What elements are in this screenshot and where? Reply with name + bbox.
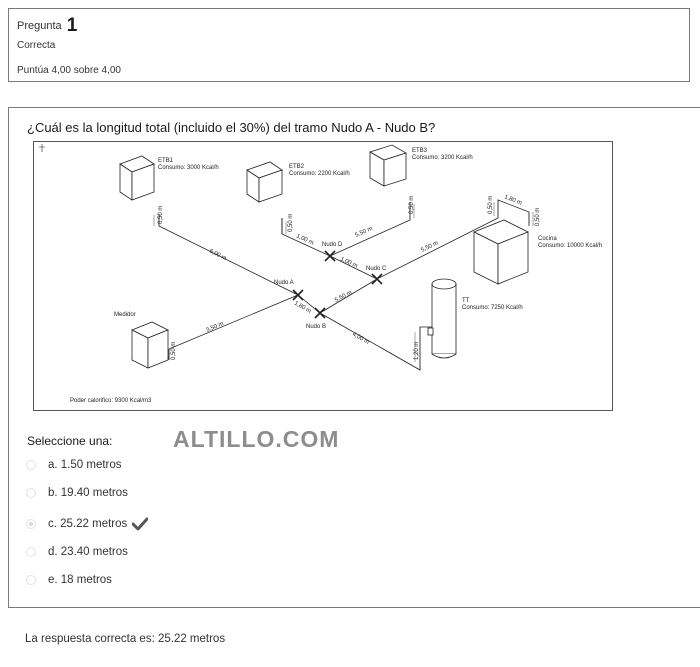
question-text: ¿Cuál es la longitud total (incluido el …	[27, 120, 436, 135]
option-c[interactable]: c. 25.22 metros	[26, 517, 149, 531]
option-d[interactable]: d. 23.40 metros	[26, 546, 128, 558]
option-e[interactable]: e. 18 metros	[26, 574, 112, 586]
etb1-name: ETB1	[158, 158, 174, 164]
question-number-value: 1	[66, 15, 78, 36]
option-e-label: e. 18 metros	[48, 574, 112, 586]
medidor-label: Medidor	[114, 312, 136, 318]
nudo-a-label: Nudo A	[274, 280, 294, 286]
dim-med-vert: 0,50 m	[171, 342, 177, 360]
option-b-label: b. 19.40 metros	[48, 487, 128, 499]
question-number: Pregunta 1	[17, 15, 77, 37]
dim-c-up: 5,50 m	[420, 240, 439, 253]
dim-a-b: 1,80 m	[293, 301, 312, 315]
tt-tank	[427, 278, 457, 359]
option-a[interactable]: a. 1.50 metros	[26, 459, 122, 471]
correct-answer-feedback: La respuesta correcta es: 25.22 metros	[25, 633, 226, 645]
medidor-box	[131, 321, 169, 369]
etb3-name: ETB3	[412, 148, 428, 154]
etb2-name: ETB2	[289, 164, 305, 170]
nudo-d-label: Nudo D	[322, 242, 343, 248]
etb3-box	[369, 144, 407, 187]
dim-d-c: 1,00 m	[339, 256, 358, 269]
question-info-box: Pregunta 1 Correcta Puntúa 4,00 sobre 4,…	[8, 8, 690, 82]
check-icon	[132, 517, 149, 531]
etb1-consumption: Consumo: 3000 Kcal/h	[158, 165, 219, 171]
dim-tt-vert: 1,20 m	[414, 342, 420, 360]
tt-consumption: Consumo: 7250 Kcal/h	[462, 305, 523, 311]
diagram-svg: ETB1 Consumo: 3000 Kcal/h ETB2 Consumo: …	[39, 144, 602, 404]
cocina-consumption: Consumo: 10000 Kcal/h	[538, 243, 602, 249]
tt-name: TT	[462, 298, 470, 304]
etb3-consumption: Consumo: 3200 Kcal/h	[412, 155, 473, 161]
select-prompt: Seleccione una:	[27, 434, 113, 448]
etb1-box	[119, 155, 155, 201]
radio-c[interactable]	[26, 519, 36, 529]
dim-b-c: 5,50 m	[334, 290, 353, 304]
cocina-box	[473, 219, 529, 285]
etb2-box	[246, 161, 283, 203]
radio-b[interactable]	[26, 488, 36, 498]
question-content: ¿Cuál es la longitud total (incluido el …	[8, 107, 700, 608]
dim-etb3-vert: 0,50 m	[409, 196, 415, 214]
radio-d[interactable]	[26, 547, 36, 557]
dim-top: 1,80 m	[503, 194, 522, 206]
option-d-label: d. 23.40 metros	[48, 546, 128, 558]
nudo-b-label: Nudo B	[306, 324, 326, 330]
radio-a[interactable]	[26, 460, 36, 470]
dim-etb2-vert: 0,50 m	[288, 214, 294, 232]
question-label: Pregunta	[17, 20, 62, 32]
dim-etb1-diag: 6,00 m	[208, 248, 227, 262]
dim-cocina-vert: 0,50 m	[535, 208, 541, 226]
option-b[interactable]: b. 19.40 metros	[26, 487, 128, 499]
radio-e[interactable]	[26, 575, 36, 585]
question-state: Correcta	[17, 40, 56, 51]
node-markers	[292, 250, 383, 319]
question-grade: Puntúa 4,00 sobre 4,00	[17, 65, 121, 76]
dim-etb1-vert: 0,50 m	[158, 206, 164, 224]
cocina-name: Cocina	[538, 236, 557, 242]
gas-installation-diagram: ETB1 Consumo: 3000 Kcal/h ETB2 Consumo: …	[33, 141, 613, 411]
heat-value-label: Poder calorifico: 9300 Kcal/m3	[70, 398, 152, 404]
dim-up-vert: 0,50 m	[488, 196, 494, 214]
dim-med-a: 3,50 m	[205, 321, 224, 334]
nudo-c-label: Nudo C	[366, 266, 387, 272]
etb2-consumption: Consumo: 2200 Kcal/h	[289, 171, 350, 177]
dim-b-tt: 4,00 m	[351, 332, 370, 346]
dim-d-etb3: 5,50 m	[354, 226, 373, 239]
option-c-label: c. 25.22 metros	[48, 518, 128, 530]
option-a-label: a. 1.50 metros	[48, 459, 122, 471]
watermark: ALTILLO.COM	[173, 426, 340, 452]
